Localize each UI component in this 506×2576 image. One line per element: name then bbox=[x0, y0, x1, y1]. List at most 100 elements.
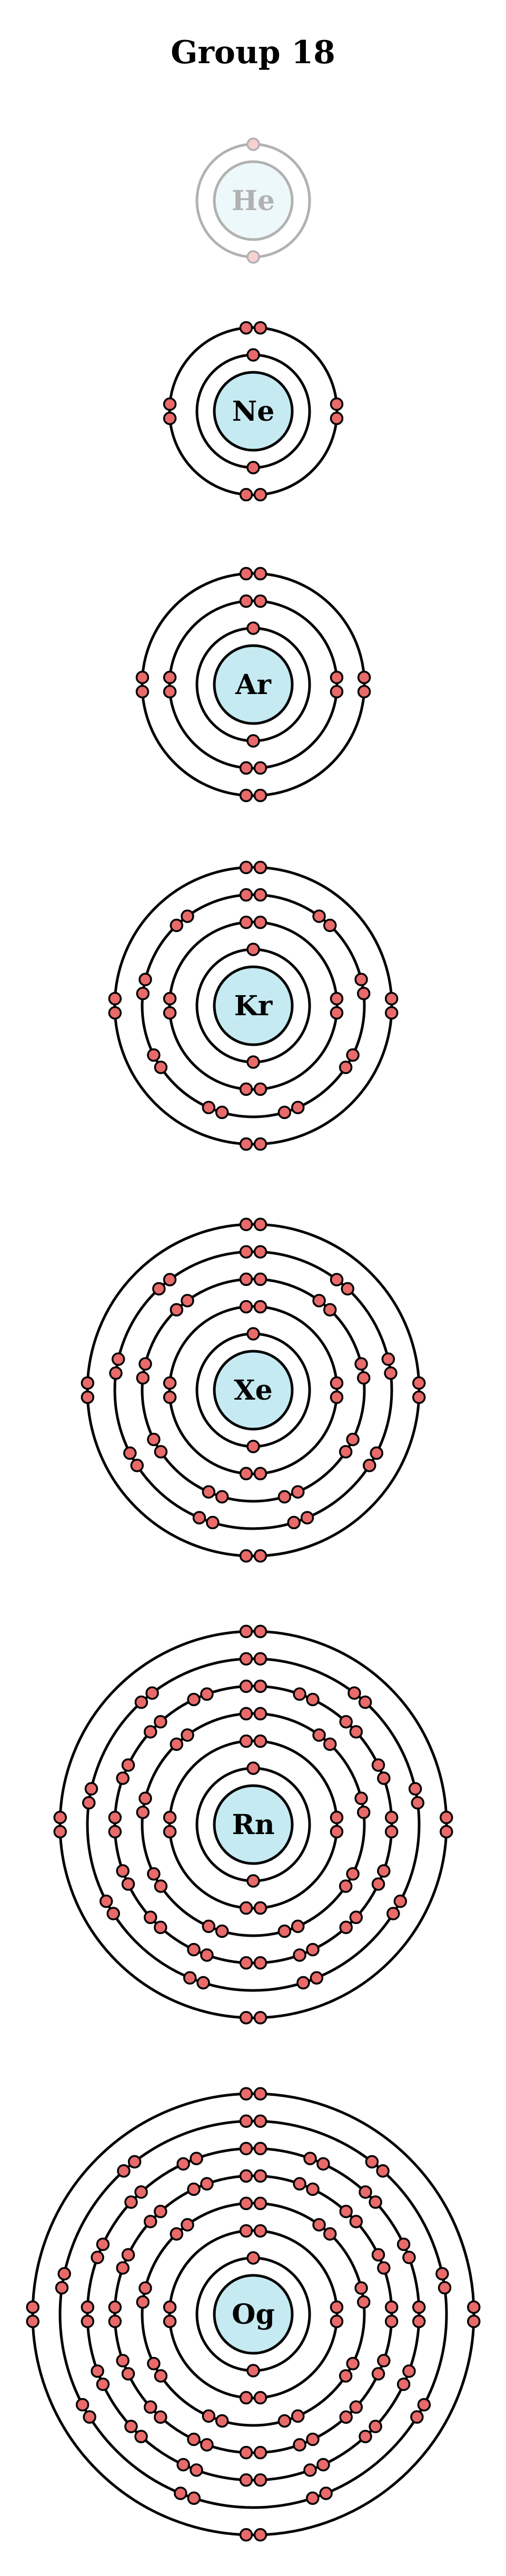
electron-xe-shell5-2 bbox=[253, 1217, 267, 1232]
electron-rn-shell4-2 bbox=[253, 1679, 267, 1693]
electron-og-shell4-28 bbox=[121, 2248, 135, 2262]
electron-og-shell4-2 bbox=[253, 2169, 267, 2183]
electron-kr-shell3-3 bbox=[312, 909, 326, 923]
element-symbol-og: Og bbox=[232, 2298, 275, 2331]
electron-xe-shell2-2 bbox=[253, 1300, 267, 1314]
electron-rn-shell4-24 bbox=[116, 1864, 130, 1878]
electron-og-shell5-17 bbox=[253, 2473, 267, 2487]
atom-og: Og bbox=[26, 2087, 481, 2542]
electron-og-shell5-31 bbox=[176, 2157, 190, 2171]
electron-og-shell5-10 bbox=[412, 2314, 426, 2329]
electron-rn-shell1-2 bbox=[246, 1874, 260, 1888]
electron-rn-shell4-31 bbox=[187, 1692, 201, 1707]
electron-xe-shell4-17 bbox=[152, 1282, 166, 1296]
element-symbol-xe: Xe bbox=[234, 1374, 272, 1406]
electron-og-shell5-16 bbox=[303, 2463, 317, 2477]
electron-og-shell5-3 bbox=[303, 2152, 317, 2165]
electron-xe-shell3-16 bbox=[138, 1357, 152, 1371]
electron-ar-shell1-2 bbox=[246, 734, 260, 748]
electron-og-shell6-5 bbox=[435, 2267, 449, 2281]
electron-og-shell5-13 bbox=[369, 2420, 382, 2433]
electron-kr-shell3-18 bbox=[181, 909, 194, 923]
element-symbol-ar: Ar bbox=[235, 669, 271, 701]
electron-rn-shell4-17 bbox=[253, 1956, 267, 1970]
electron-rn-shell2-8 bbox=[163, 1810, 177, 1825]
electron-ar-shell1-1 bbox=[246, 621, 260, 635]
electron-og-shell3-13 bbox=[154, 2369, 168, 2383]
electron-rn-shell6-6 bbox=[239, 2011, 253, 2025]
electron-og-shell3-3 bbox=[312, 2218, 326, 2232]
electron-xe-shell5-4 bbox=[412, 1390, 426, 1404]
electron-rn-shell5-18 bbox=[145, 1686, 159, 1700]
electron-rn-shell2-2 bbox=[253, 1734, 267, 1748]
electron-xe-shell3-18 bbox=[181, 1294, 194, 1307]
orbit-xe-2 bbox=[168, 1305, 339, 1475]
electron-og-shell5-23 bbox=[96, 2377, 110, 2391]
electron-og-shell6-2 bbox=[253, 2114, 267, 2128]
electron-xe-shell2-3 bbox=[330, 1376, 344, 1390]
electron-kr-shell3-9 bbox=[291, 1101, 305, 1115]
element-symbol-kr: Kr bbox=[234, 990, 273, 1022]
electron-rn-shell3-14 bbox=[147, 1867, 161, 1881]
electron-og-shell6-6 bbox=[438, 2281, 452, 2295]
electron-og-shell3-8 bbox=[339, 2369, 353, 2383]
electron-og-shell6-11 bbox=[187, 2491, 201, 2505]
electron-og-shell4-8 bbox=[377, 2261, 391, 2275]
electron-xe-shell3-5 bbox=[354, 1357, 368, 1371]
orbit-kr-3 bbox=[141, 893, 366, 1118]
electron-xe-shell3-10 bbox=[277, 1490, 292, 1504]
electron-kr-shell2-5 bbox=[253, 1082, 267, 1096]
electron-og-shell6-1 bbox=[239, 2114, 253, 2128]
electron-og-shell2-1 bbox=[239, 2224, 253, 2238]
electron-rn-shell2-5 bbox=[253, 1901, 267, 1915]
electron-rn-shell5-15 bbox=[82, 1796, 96, 1810]
orbit-kr-2 bbox=[168, 920, 339, 1091]
electron-og-shell2-4 bbox=[330, 2314, 344, 2329]
electron-og-shell5-6 bbox=[369, 2195, 382, 2209]
electron-rn-shell4-5 bbox=[339, 1715, 353, 1729]
electron-kr-shell3-1 bbox=[239, 888, 253, 902]
electron-rn-shell5-14 bbox=[99, 1894, 113, 1908]
electron-kr-shell3-14 bbox=[147, 1048, 161, 1062]
electron-ar-shell3-3 bbox=[357, 670, 371, 685]
electron-rn-shell2-1 bbox=[239, 1734, 253, 1748]
electron-xe-shell4-4 bbox=[341, 1282, 354, 1296]
electron-ar-shell3-5 bbox=[253, 788, 267, 802]
electron-rn-shell5-6 bbox=[411, 1796, 425, 1810]
electron-og-shell4-13 bbox=[349, 2400, 363, 2414]
electron-xe-shell4-1 bbox=[239, 1245, 253, 1259]
electron-rn-shell4-8 bbox=[377, 1771, 391, 1785]
nucleus-xe bbox=[213, 1350, 294, 1431]
electron-ar-shell3-4 bbox=[357, 685, 371, 699]
electron-xe-shell4-5 bbox=[381, 1352, 395, 1366]
electron-rn-shell4-4 bbox=[306, 1692, 320, 1707]
electron-rn-shell5-16 bbox=[84, 1782, 98, 1796]
electron-kr-shell2-3 bbox=[330, 992, 344, 1006]
electron-xe-shell4-6 bbox=[384, 1366, 398, 1380]
nucleus-ne bbox=[213, 371, 294, 452]
electron-xe-shell3-14 bbox=[147, 1432, 161, 1446]
electron-og-shell4-1 bbox=[239, 2169, 253, 2183]
electron-rn-shell5-12 bbox=[183, 1971, 197, 1985]
electron-og-shell3-16 bbox=[138, 2281, 152, 2295]
electron-og-shell7-5 bbox=[253, 2528, 267, 2542]
electron-og-shell4-29 bbox=[143, 2215, 157, 2228]
electron-og-shell5-11 bbox=[402, 2364, 416, 2378]
electron-xe-shell2-8 bbox=[163, 1376, 177, 1390]
electron-og-shell4-27 bbox=[116, 2261, 130, 2275]
electron-xe-shell3-2 bbox=[253, 1272, 267, 1286]
orbit-og-2 bbox=[168, 2229, 339, 2400]
electron-rn-shell4-25 bbox=[108, 1825, 122, 1839]
electron-xe-shell4-12 bbox=[192, 1511, 206, 1524]
nucleus-og bbox=[213, 2274, 294, 2355]
electron-kr-shell3-10 bbox=[277, 1105, 292, 1119]
electron-og-shell6-3 bbox=[365, 2155, 379, 2169]
electron-rn-shell6-4 bbox=[440, 1825, 453, 1839]
electron-xe-shell1-2 bbox=[246, 1440, 260, 1453]
electron-kr-shell3-6 bbox=[356, 986, 371, 1000]
orbit-rn-2 bbox=[168, 1739, 339, 1910]
electron-rn-shell3-9 bbox=[291, 1919, 305, 1934]
electron-og-shell7-6 bbox=[239, 2528, 253, 2542]
electron-rn-shell3-10 bbox=[277, 1924, 292, 1938]
electron-ar-shell2-8 bbox=[163, 670, 177, 685]
